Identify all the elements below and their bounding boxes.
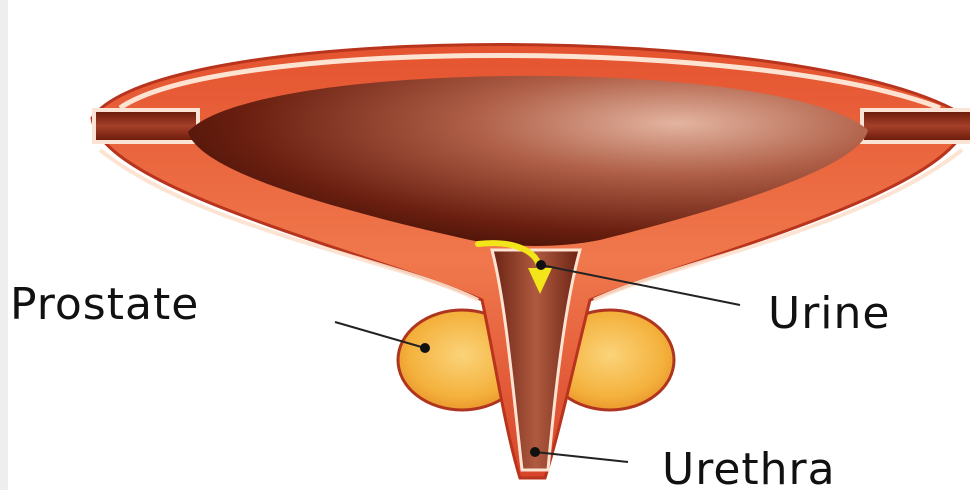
label-urethra: Urethra (662, 448, 836, 492)
label-urine: Urine (768, 292, 890, 336)
label-prostate: Prostate (10, 283, 199, 327)
